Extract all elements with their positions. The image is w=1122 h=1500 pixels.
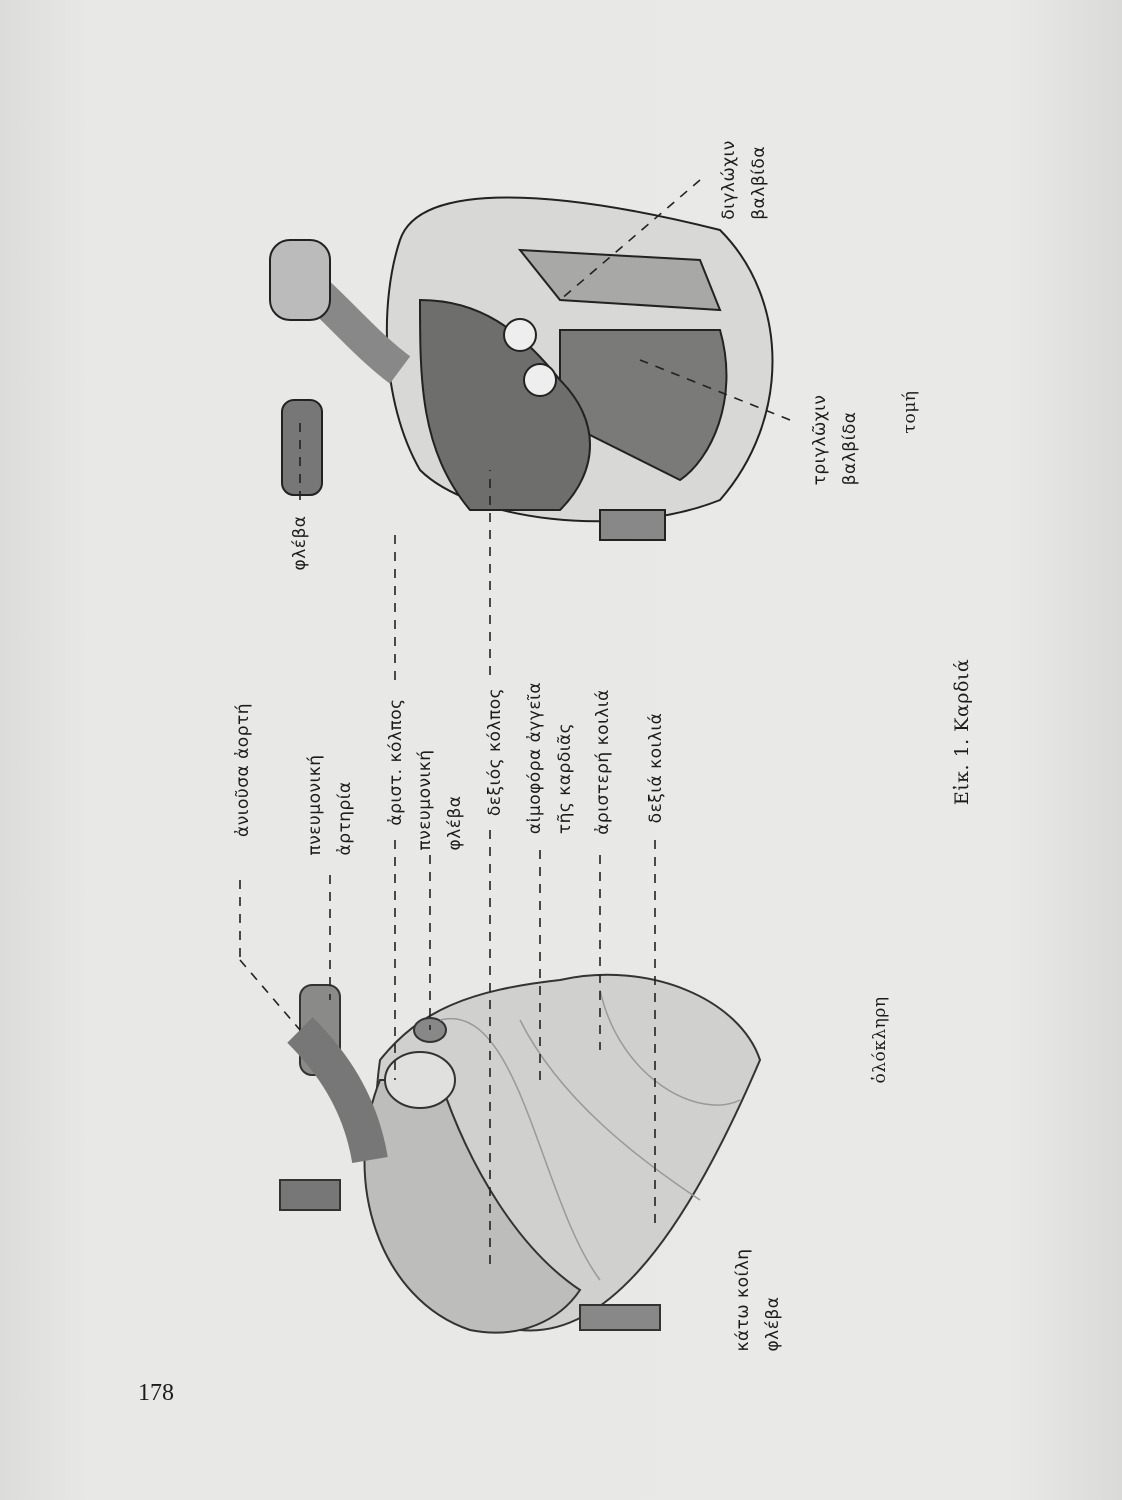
label-mitral-valve: διγλώχιν βαλβίδα (714, 140, 774, 220)
label-pulmonary-vein: πνευμονική φλέβα (410, 749, 470, 850)
label-line: αἱμοφόρα ἀγγεῖα (525, 681, 545, 835)
label-line: πνευμονική (415, 749, 435, 851)
label-ascending-aorta: ἀνιοῦσα ἀορτή (233, 703, 253, 837)
view-label-whole: ὁλόκληρη (870, 996, 890, 1084)
page-number: 178 (138, 1380, 174, 1406)
label-tricuspid-valve: τριγλῶχιν βαλβίδα (805, 395, 865, 486)
label-line: βαλβίδα (749, 145, 769, 220)
section-heart-drawing (269, 196, 774, 541)
label-line: φλέβα (763, 1296, 783, 1352)
label-line: βαλβίδα (840, 411, 860, 486)
label-line: ἀρτηρία (335, 781, 355, 856)
label-inferior-vena-cava: κάτω κοίλη φλέβα (728, 1248, 788, 1351)
label-line: πνευμονική (305, 754, 325, 856)
label-line: τῆς καρδιᾶς (555, 722, 575, 835)
label-line: διγλώχιν (719, 140, 739, 220)
label-pulmonary-artery: πνευμονική ἀρτηρία (300, 754, 360, 855)
label-left-atrium: ἀριστ. κόλπος (386, 698, 406, 826)
label-right-ventricle: δεξιά κοιλιά (646, 712, 666, 824)
label-vein: φλέβα (290, 515, 310, 571)
label-line: κάτω κοίλη (733, 1248, 753, 1352)
whole-heart-drawing (279, 973, 762, 1334)
leader-lines (239, 179, 791, 1270)
label-left-ventricle: ἀριστερή κοιλιά (593, 689, 613, 835)
label-coronary-vessels: αἱμοφόρα ἀγγεῖα τῆς καρδιᾶς (520, 682, 580, 834)
label-line: τριγλῶχιν (810, 394, 830, 486)
label-line: φλέβα (445, 795, 465, 851)
view-label-section: τομή (900, 390, 920, 434)
label-right-atrium: δεξιός κόλπος (485, 687, 505, 817)
figure-caption: Εἰκ. 1. Καρδιά (951, 658, 973, 806)
